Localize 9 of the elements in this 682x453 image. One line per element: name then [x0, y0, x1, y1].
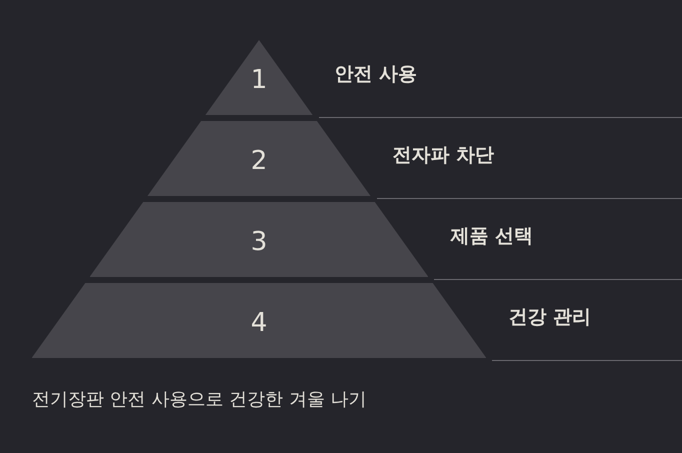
layer-label: 건강 관리 — [508, 305, 591, 330]
layer-label: 제품 선택 — [450, 224, 534, 249]
layer-number: 4 — [250, 307, 268, 340]
layer-number: 2 — [250, 145, 268, 178]
caption: 전기장판 안전 사용으로 건강한 겨울 나기 — [32, 388, 367, 412]
layer-label: 안전 사용 — [334, 62, 418, 87]
layer-number: 1 — [250, 64, 268, 97]
layer-number: 3 — [250, 226, 268, 259]
layer-label: 전자파 차단 — [392, 143, 494, 168]
